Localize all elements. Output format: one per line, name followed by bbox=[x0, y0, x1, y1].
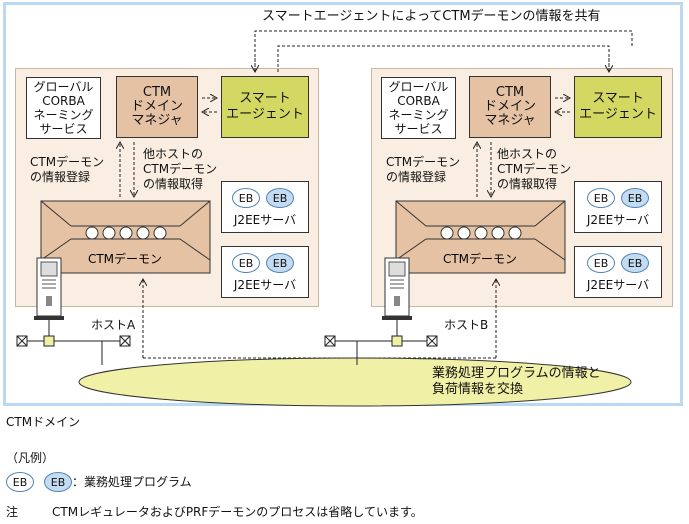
exchange-caption: 業務処理プログラムの情報と 負荷情報を交換 bbox=[432, 366, 601, 397]
ctm-daemon-b bbox=[395, 200, 566, 274]
daemon-label-b: CTMデーモン bbox=[443, 251, 517, 266]
ctm-daemon-a bbox=[40, 200, 211, 274]
ctm-domain-caption: CTMドメイン bbox=[6, 415, 81, 429]
j2ee-server-b2: EB EB J2EEサーバ bbox=[574, 246, 662, 298]
shared-info-bracket bbox=[255, 30, 633, 72]
arrows-host-a bbox=[120, 98, 217, 358]
j2ee-server-a1: EB EB J2EEサーバ bbox=[221, 181, 309, 233]
terminator-icons bbox=[16, 335, 438, 347]
smart-agent-box-a: スマート エージェント bbox=[221, 76, 309, 138]
j2ee-server-a2: EB EB J2EEサーバ bbox=[221, 246, 309, 298]
j2ee-label: J2EEサーバ bbox=[233, 213, 297, 227]
j2ee-label: J2EEサーバ bbox=[233, 278, 297, 292]
host-label-b: ホストB bbox=[444, 318, 489, 332]
j2ee-label: J2EEサーバ bbox=[586, 213, 650, 227]
acquire-label-b: 他ホストの CTMデーモン の情報取得 bbox=[497, 147, 572, 191]
network-lines bbox=[22, 318, 432, 365]
host-label-a: ホストA bbox=[91, 318, 136, 332]
eb-program: EB bbox=[232, 188, 260, 208]
domain-manager-box-a: CTM ドメイン マネジャ bbox=[116, 76, 198, 138]
legend-title: （凡例） bbox=[6, 451, 55, 465]
j2ee-label: J2EEサーバ bbox=[586, 278, 650, 292]
eb-program: EB bbox=[232, 253, 260, 273]
shared-info-caption: スマートエージェントによってCTMデーモンの情報を共有 bbox=[262, 9, 601, 24]
note-text: CTMレギュレータおよびPRFデーモンのプロセスは省略しています。 bbox=[52, 505, 423, 519]
eb-program: EB bbox=[266, 188, 294, 208]
legend-eb: EB EB bbox=[6, 472, 78, 492]
register-label-b: CTMデーモン の情報登録 bbox=[386, 155, 461, 184]
network-segment bbox=[78, 357, 632, 407]
legend-description: ：業務処理プログラム bbox=[72, 475, 192, 489]
eb-program: EB bbox=[266, 253, 294, 273]
eb-program: EB bbox=[621, 188, 649, 208]
note-prefix: 注 bbox=[6, 505, 19, 519]
server-machine-icon-a bbox=[34, 257, 64, 320]
eb-program: EB bbox=[587, 188, 615, 208]
server-machine-icon-b bbox=[382, 257, 412, 320]
naming-service-box-b: グローバル CORBA ネーミング サービス bbox=[381, 77, 456, 139]
eb-program: EB bbox=[44, 472, 72, 492]
eb-program: EB bbox=[587, 253, 615, 273]
j2ee-server-b1: EB EB J2EEサーバ bbox=[574, 181, 662, 233]
domain-manager-box-b: CTM ドメイン マネジャ bbox=[469, 76, 551, 138]
eb-program: EB bbox=[6, 472, 34, 492]
register-label-a: CTMデーモン の情報登録 bbox=[30, 155, 105, 184]
junction-icons bbox=[43, 335, 403, 347]
acquire-label-a: 他ホストの CTMデーモン の情報取得 bbox=[143, 147, 218, 191]
naming-service-box-a: グローバル CORBA ネーミング サービス bbox=[26, 77, 101, 139]
daemon-label-a: CTMデーモン bbox=[88, 251, 162, 266]
eb-program: EB bbox=[621, 253, 649, 273]
arrows-host-b bbox=[477, 98, 570, 358]
smart-agent-box-b: スマート エージェント bbox=[574, 76, 662, 138]
